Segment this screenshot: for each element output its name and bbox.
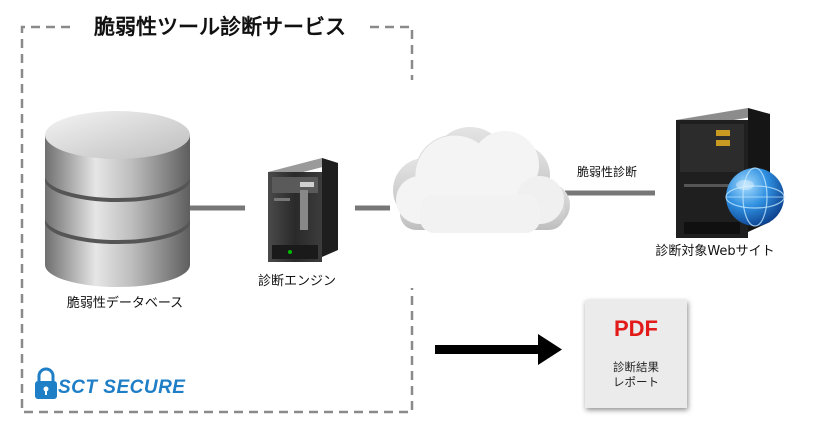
cloud-icon: [393, 127, 570, 233]
pdf-report-card: [585, 300, 687, 408]
pdf-format-label: PDF: [614, 316, 658, 341]
diagram-title: 脆弱性ツール診断サービス: [70, 10, 370, 44]
report-caption: 診断結果 レポート: [613, 360, 659, 389]
lock-icon: [35, 367, 57, 399]
engine-label: 診断エンジン: [257, 274, 336, 289]
brand-logo-text: SCT SECURE: [58, 377, 186, 398]
globe-icon: [725, 167, 785, 227]
arrow-right-icon: [435, 334, 562, 365]
server-icon: [268, 158, 338, 262]
service-boundary: [20, 25, 414, 414]
target-site-label: 診断対象Webサイト: [655, 244, 775, 259]
scan-edge-label: 脆弱性診断: [576, 165, 637, 179]
database-label: 脆弱性データベース: [66, 296, 184, 311]
database-icon: [45, 111, 190, 287]
